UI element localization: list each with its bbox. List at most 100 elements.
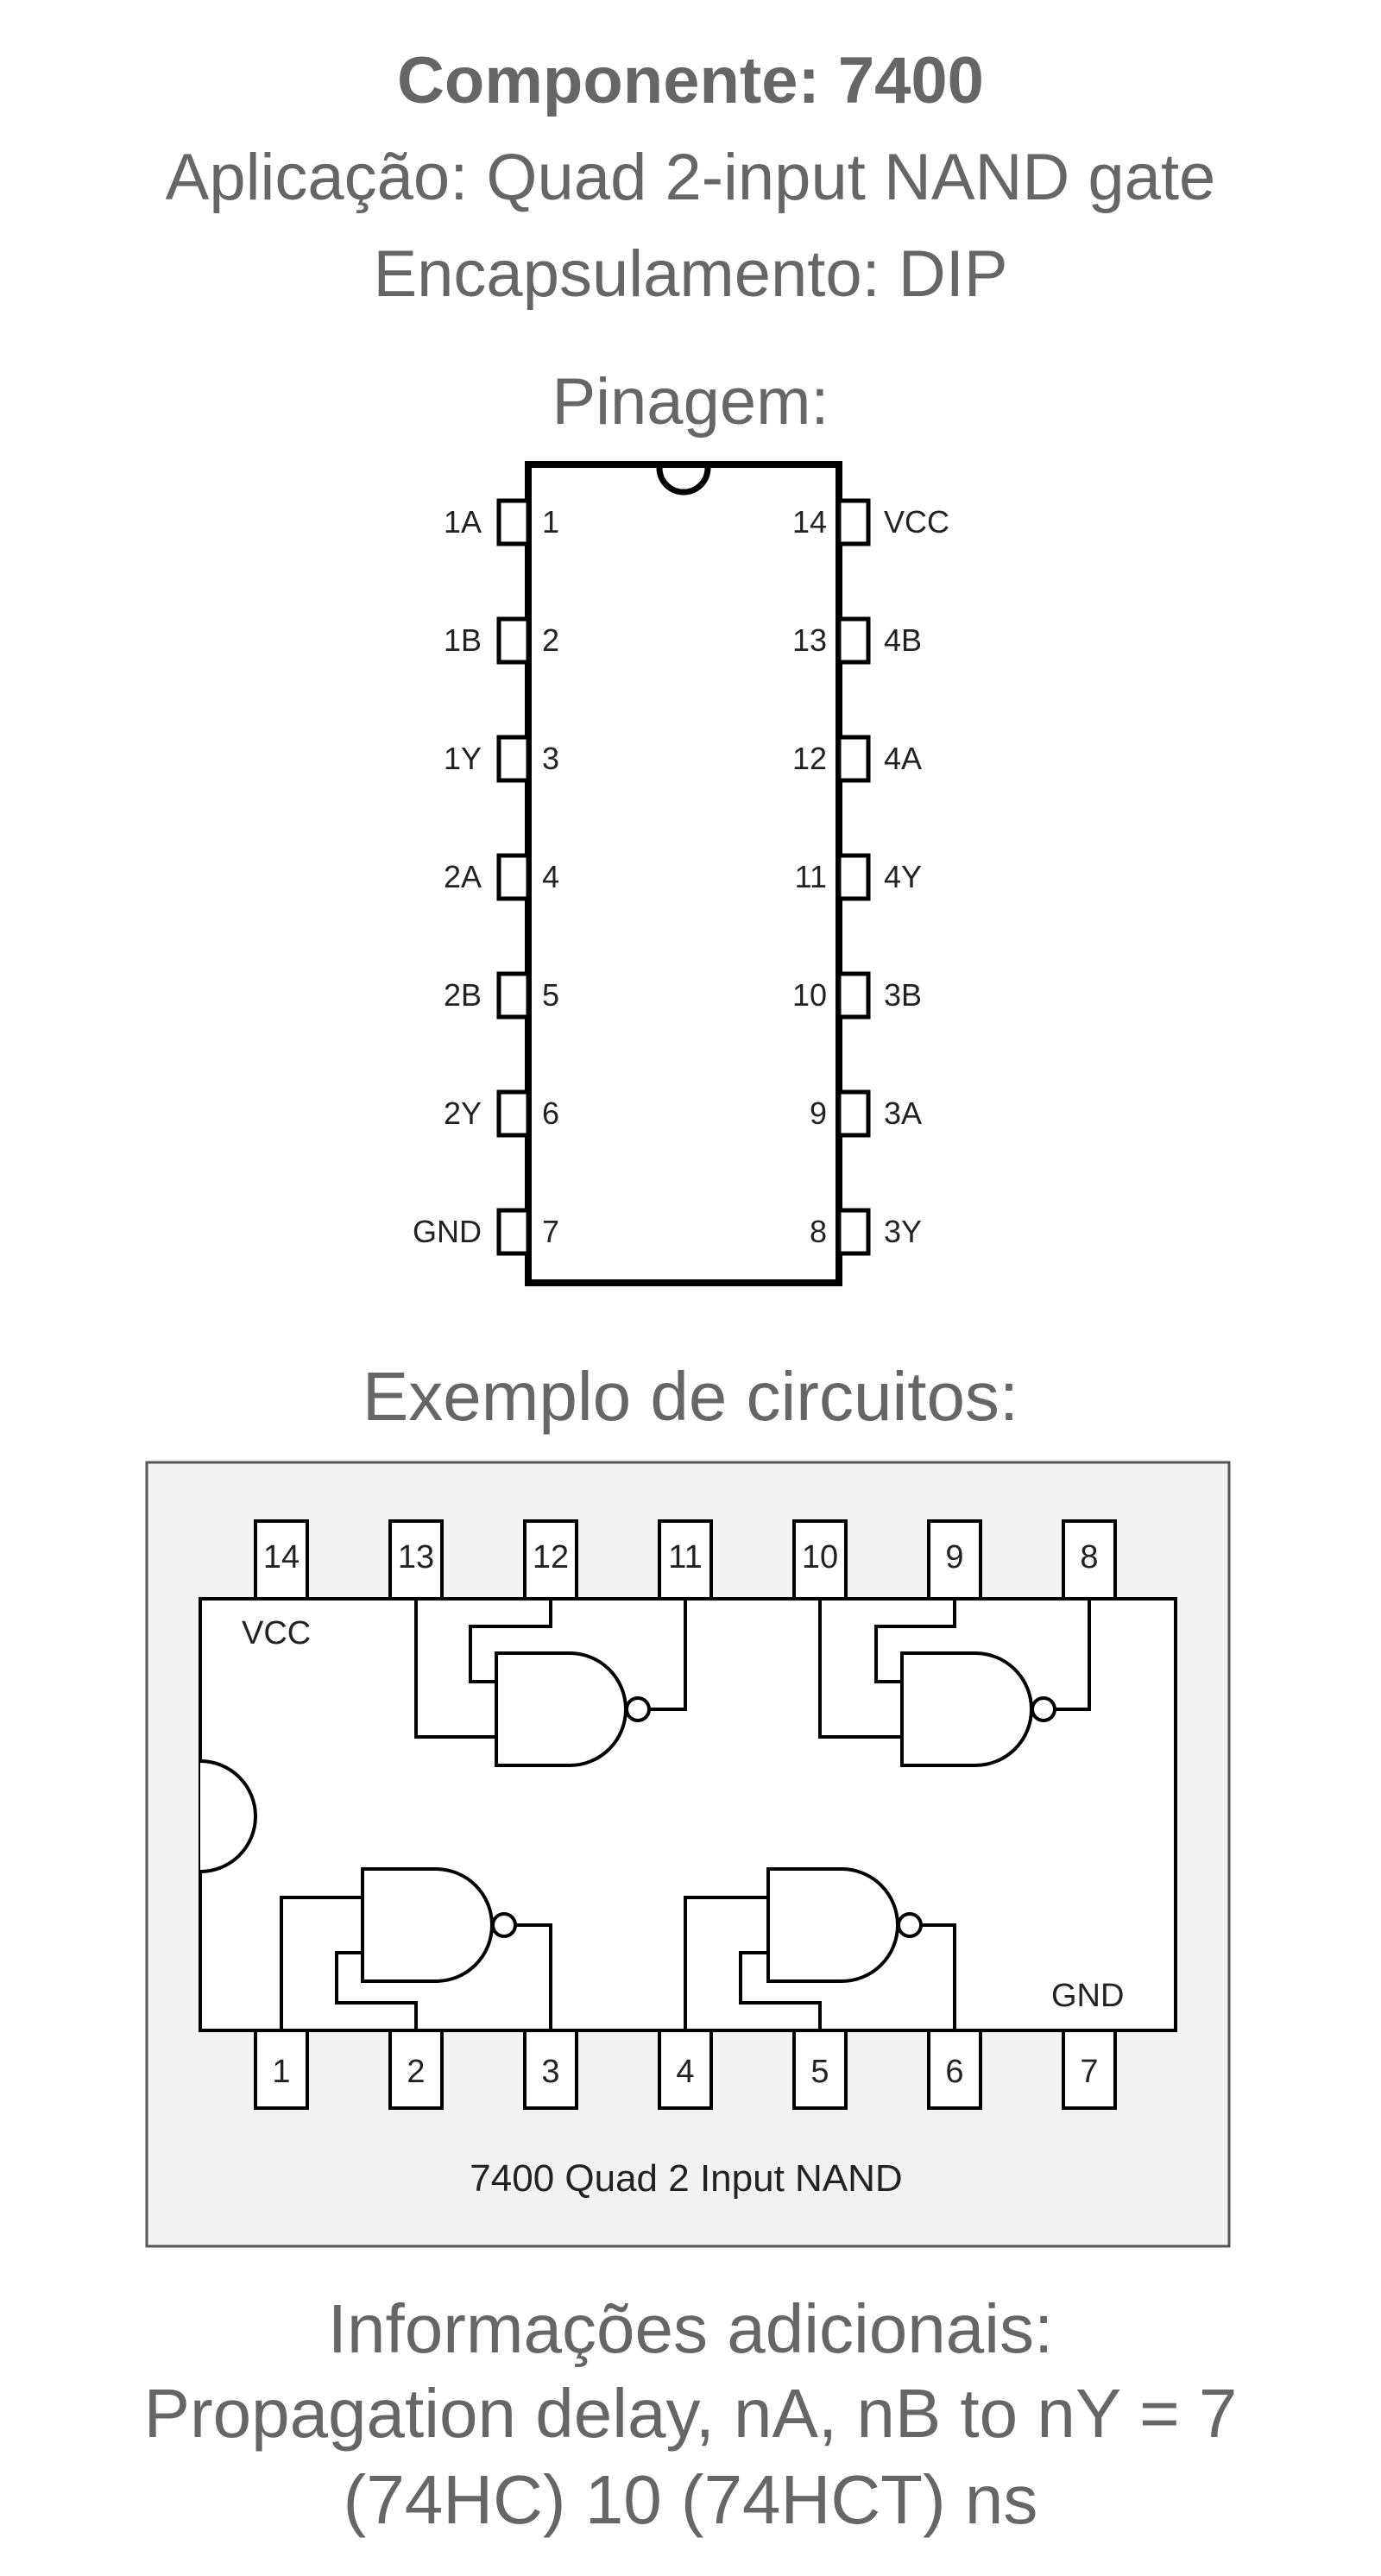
bottom-pin-label: 4 — [676, 2054, 694, 2090]
wire-7 — [335, 1951, 418, 2030]
wire-1 — [469, 1599, 552, 1683]
wire-11 — [921, 1923, 956, 2030]
left-pin-name: GND — [413, 1214, 482, 1249]
info-heading: Informações adicionais: — [327, 2290, 1054, 2367]
top-pin-label: 10 — [802, 1539, 838, 1575]
package-text: Encapsulamento: DIP — [373, 237, 1008, 311]
left-pin-name: 1B — [444, 622, 482, 658]
component-title: Componente: 7400 — [397, 44, 984, 117]
right-pin-number: 8 — [810, 1214, 827, 1249]
wire-5 — [1055, 1599, 1091, 1711]
right-pin-number: 11 — [795, 859, 827, 894]
bottom-pin-3 — [523, 2029, 578, 2110]
left-pin-number: 4 — [542, 859, 559, 894]
left-pin-number: 6 — [542, 1095, 559, 1131]
top-pin-label: 14 — [263, 1539, 300, 1575]
ic-notch — [199, 1759, 257, 1873]
right-pin-8 — [836, 1208, 871, 1256]
left-pin-7 — [496, 1208, 531, 1256]
wire-10 — [739, 1951, 822, 2030]
left-pin-5 — [496, 971, 531, 1020]
bottom-pin-label: 5 — [810, 2054, 829, 2090]
vcc-label: VCC — [242, 1615, 311, 1651]
wire-6 — [280, 1896, 363, 2030]
top-pin-label: 12 — [533, 1539, 569, 1575]
left-pin-1 — [496, 498, 531, 546]
right-pin-name: 4B — [884, 622, 922, 658]
left-pin-number: 2 — [542, 622, 559, 658]
top-pin-11 — [658, 1519, 713, 1601]
right-pin-number: 14 — [792, 504, 827, 540]
left-pin-name: 1Y — [444, 741, 482, 776]
top-pin-10 — [792, 1519, 848, 1601]
left-pin-name: 2Y — [444, 1095, 482, 1131]
left-pin-3 — [496, 735, 531, 783]
pinout-heading: Pinagem: — [552, 365, 829, 439]
nand-gate-1 — [361, 1867, 494, 1983]
left-pin-number: 3 — [542, 741, 559, 776]
right-pin-11 — [836, 853, 871, 901]
right-pin-name: 3Y — [884, 1214, 922, 1249]
right-pin-number: 9 — [810, 1095, 827, 1131]
gnd-label: GND — [1051, 1978, 1124, 2014]
right-pin-name: VCC — [884, 504, 949, 540]
circuit-caption: 7400 Quad 2 Input NAND — [470, 2157, 902, 2200]
bottom-pin-5 — [792, 2029, 848, 2110]
wire-9 — [684, 1896, 768, 2030]
wire-0 — [414, 1599, 496, 1739]
nand-bubble-1 — [491, 1912, 517, 1938]
top-pin-label: 11 — [668, 1539, 702, 1575]
info-line-1: Propagation delay, nA, nB to nY = 7 — [143, 2375, 1238, 2452]
right-pin-9 — [836, 1089, 871, 1138]
left-pin-name: 1A — [444, 504, 482, 540]
bottom-pin-7 — [1062, 2029, 1117, 2110]
nand-gate-4 — [495, 1651, 627, 1767]
wire-3 — [818, 1599, 902, 1739]
right-pin-13 — [836, 616, 871, 665]
bottom-pin-label: 2 — [407, 2054, 425, 2090]
info-line-2: (74HC) 10 (74HCT) ns — [343, 2461, 1038, 2538]
nand-bubble-3 — [1031, 1696, 1056, 1722]
bottom-pin-1 — [254, 2029, 309, 2110]
top-pin-12 — [523, 1519, 578, 1601]
right-pin-14 — [836, 498, 871, 546]
top-pin-label: 8 — [1080, 1539, 1098, 1575]
nand-bubble-4 — [625, 1696, 651, 1722]
nand-gate-2 — [766, 1867, 899, 1983]
left-pin-number: 7 — [542, 1214, 559, 1249]
wire-2 — [649, 1599, 687, 1711]
chip-body — [525, 461, 842, 1286]
left-pin-2 — [496, 616, 531, 665]
bottom-pin-label: 1 — [272, 2054, 290, 2090]
bottom-pin-label: 6 — [945, 2054, 963, 2090]
left-pin-6 — [496, 1089, 531, 1138]
left-pin-name: 2B — [444, 977, 482, 1013]
left-pin-4 — [496, 853, 531, 901]
chip-notch — [656, 467, 711, 496]
bottom-pin-label: 7 — [1080, 2054, 1098, 2090]
right-pin-name: 3B — [884, 977, 922, 1013]
top-pin-label: 13 — [398, 1539, 434, 1575]
right-pin-number: 13 — [792, 622, 827, 658]
wire-8 — [515, 1923, 552, 2030]
example-heading: Exemplo de circuitos: — [362, 1358, 1019, 1435]
left-pin-name: 2A — [444, 859, 482, 894]
left-pin-number: 5 — [542, 977, 559, 1013]
right-pin-number: 10 — [792, 977, 827, 1013]
application-text: Aplicação: Quad 2-input NAND gate — [165, 141, 1216, 214]
left-pin-number: 1 — [542, 504, 559, 540]
top-pin-label: 9 — [945, 1539, 963, 1575]
bottom-pin-label: 3 — [541, 2054, 559, 2090]
nand-gate-3 — [900, 1651, 1033, 1767]
right-pin-name: 3A — [884, 1095, 922, 1131]
right-pin-number: 12 — [792, 741, 827, 776]
nand-bubble-2 — [897, 1912, 923, 1938]
right-pin-name: 4Y — [884, 859, 922, 894]
top-pin-13 — [388, 1519, 444, 1601]
right-pin-12 — [836, 735, 871, 783]
wire-4 — [874, 1599, 956, 1683]
right-pin-10 — [836, 971, 871, 1020]
ic-body — [199, 1597, 1177, 2032]
